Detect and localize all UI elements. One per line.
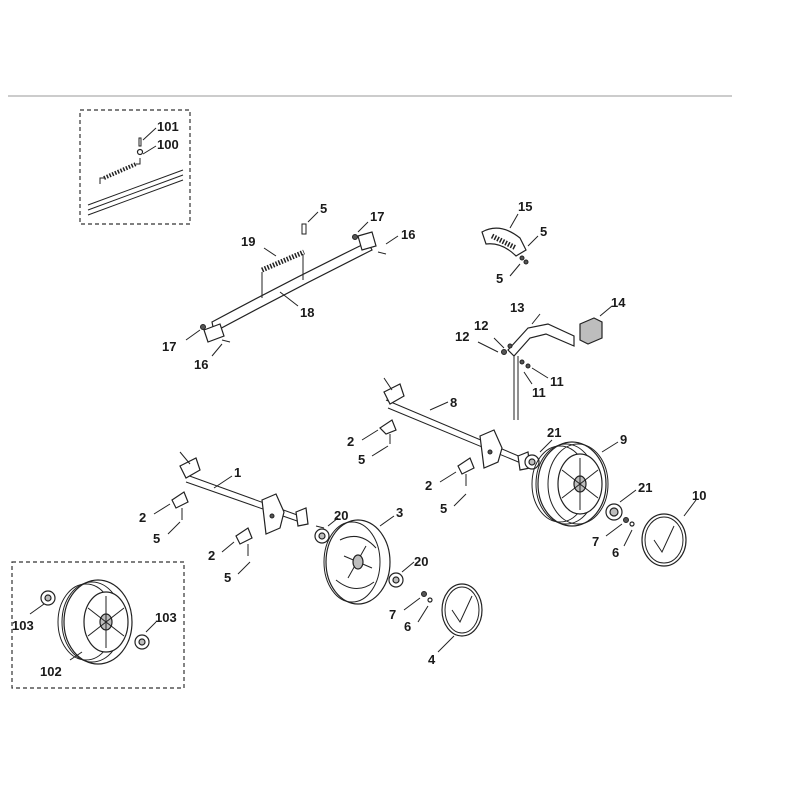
callout-15: 15 — [518, 199, 532, 214]
callout-8: 8 — [450, 395, 457, 410]
front-hubcap: 7 6 4 — [389, 583, 483, 667]
callout-2-rear-a: 2 — [347, 434, 354, 449]
callout-4: 4 — [428, 652, 436, 667]
spring-part — [99, 158, 141, 184]
front-axle: 1 2 5 2 5 — [139, 451, 325, 585]
rear-hubcap-right: 21 7 6 10 — [592, 480, 706, 567]
callout-5-front-a: 5 — [153, 531, 160, 546]
callout-12-a: 12 — [474, 318, 488, 333]
callout-21-a: 21 — [547, 425, 561, 440]
ratchet-plate: 15 5 5 — [481, 199, 547, 286]
callout-101: 101 — [157, 119, 179, 134]
callout-12-b: 12 — [455, 329, 469, 344]
inset-spring-detail: 101 100 — [79, 109, 191, 225]
height-adjuster-bar: 5 17 16 19 18 17 16 — [162, 201, 415, 372]
callout-11-b: 11 — [532, 385, 546, 400]
callout-20-a: 20 — [334, 508, 348, 523]
callout-103-a: 103 — [12, 618, 34, 633]
callout-16-top: 16 — [401, 227, 415, 242]
callout-14: 14 — [611, 295, 626, 310]
callout-7-right: 7 — [592, 534, 599, 549]
callout-16-bottom: 16 — [194, 357, 208, 372]
callout-9: 9 — [620, 432, 627, 447]
callout-5-rear-b: 5 — [440, 501, 447, 516]
height-lever: 13 14 12 12 11 11 — [455, 295, 626, 420]
callout-7-front: 7 — [389, 607, 396, 622]
callout-17-bottom: 17 — [162, 339, 176, 354]
callout-11-a: 11 — [550, 374, 564, 389]
front-wheel: 20 3 20 — [314, 505, 428, 605]
callout-13: 13 — [510, 300, 524, 315]
callout-21-b: 21 — [638, 480, 652, 495]
rear-wheel-right: 21 9 — [524, 425, 627, 527]
callout-103-b: 103 — [155, 610, 177, 625]
callout-18: 18 — [300, 305, 314, 320]
callout-2-rear-b: 2 — [425, 478, 432, 493]
callout-5-top: 5 — [320, 201, 327, 216]
callout-5-ratchet-b: 5 — [496, 271, 503, 286]
callout-3: 3 — [396, 505, 403, 520]
washer-part — [136, 148, 144, 156]
callout-2-front-a: 2 — [139, 510, 146, 525]
callout-1: 1 — [234, 465, 241, 480]
callout-6-right: 6 — [612, 545, 619, 560]
callout-20-b: 20 — [414, 554, 428, 569]
callout-5-front-b: 5 — [224, 570, 231, 585]
callout-100: 100 — [157, 137, 179, 152]
callout-6-front: 6 — [404, 619, 411, 634]
callout-5-ratchet-a: 5 — [540, 224, 547, 239]
callout-5-rear-a: 5 — [358, 452, 365, 467]
inset-alt-wheel: 103 102 103 — [11, 561, 185, 689]
rear-axle: 8 2 5 2 5 — [347, 377, 531, 516]
callout-102: 102 — [40, 664, 62, 679]
callout-10: 10 — [692, 488, 706, 503]
callout-17-top: 17 — [370, 209, 384, 224]
callout-19: 19 — [241, 234, 255, 249]
callout-2-front-b: 2 — [208, 548, 215, 563]
